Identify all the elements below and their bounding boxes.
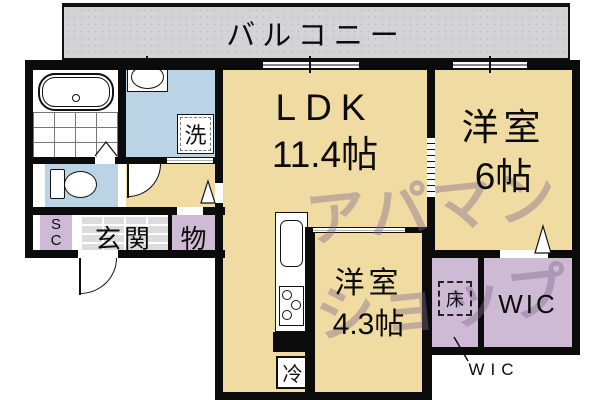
storage-closet-area (172, 215, 215, 250)
balcony-label: バルコニー (226, 19, 406, 52)
washing-machine-label: 洗 (184, 123, 207, 148)
entrance-door-leaf (79, 258, 81, 295)
sc-door-gap (72, 215, 80, 250)
bathroom-door-gap (95, 157, 115, 164)
wall-western43-east (422, 233, 432, 400)
wall-mid-column (215, 60, 223, 250)
floor-storage-box: 床 (438, 281, 472, 316)
western6-name: 洋室 (461, 107, 546, 148)
bathtub-drain-icon (72, 94, 80, 102)
ldk-name: LDK (275, 87, 375, 128)
sc-side-strip (33, 215, 40, 250)
western-room-43-area (315, 233, 422, 392)
wall-right (572, 60, 580, 355)
wall-wic-bottom (422, 347, 580, 355)
wall-toilet-bottom (33, 207, 225, 215)
wall-bottom (215, 392, 432, 400)
wic-label: WIC (498, 289, 558, 319)
ldk-label: LDK 11.4帖 (223, 84, 427, 178)
ldk-window-tick (309, 56, 311, 73)
wall-bath-wash-divider (118, 60, 126, 164)
ldk-balcony-window (263, 60, 359, 70)
folding-door-icon (94, 141, 118, 157)
stove-burner-icon (282, 290, 292, 300)
shoe-closet-label: S C (42, 217, 70, 249)
western43-label: 洋室 4.3帖 (315, 263, 422, 345)
wall-counter-base (273, 332, 308, 352)
wall-entrance-storage-divider (168, 215, 172, 250)
hallway-ldk-door-gap (215, 183, 223, 203)
shoe-closet-line1: S (50, 216, 61, 233)
door-triangle-icon (200, 179, 216, 204)
pipe-space (33, 164, 45, 207)
balcony-area: バルコニー (62, 3, 570, 60)
wall-kitchen-east (305, 227, 315, 400)
western-room-6-area (435, 70, 572, 250)
western43-name: 洋室 (334, 267, 403, 300)
wic-area (484, 258, 572, 347)
western6-wic-door-gap (500, 250, 548, 258)
western6-label: 洋室 6帖 (435, 103, 572, 201)
stove-icon (279, 286, 304, 326)
wic-leader-line (453, 336, 469, 362)
storage-label: 物 (180, 224, 207, 254)
entrance-label: 玄関 (94, 224, 153, 254)
western43-size: 4.3帖 (332, 308, 405, 341)
wall-bath-bottom (33, 157, 215, 164)
door-triangle-icon (534, 223, 552, 254)
wall-entrance-bottom (25, 250, 225, 258)
bathtub-icon (38, 73, 114, 111)
stove-burner-icon (282, 310, 292, 320)
wall-ldk-west (215, 250, 223, 400)
ldk-size: 11.4帖 (271, 134, 379, 175)
wic-annotation-label: WIC (468, 360, 520, 379)
western6-size: 6帖 (474, 156, 533, 197)
entrance-tile-floor (80, 215, 168, 250)
washroom-sliding-door (167, 157, 213, 164)
kitchen-counter-icon (275, 212, 308, 332)
entrance-door-gap (78, 250, 118, 258)
wall-wic-divider (478, 258, 484, 347)
western6-window-tick (489, 56, 491, 73)
shoe-closet-area (40, 215, 72, 250)
ldk-area (223, 70, 427, 233)
western43-sliding-door (313, 227, 405, 233)
storage-door-gap (177, 207, 203, 215)
stove-burner-icon (291, 300, 301, 310)
floor-storage-label: 床 (446, 289, 464, 310)
hallway-door-leaf (127, 164, 129, 198)
shoe-closet-line2: C (50, 232, 62, 249)
refrigerator-label: 冷 (282, 364, 303, 386)
wall-left (25, 60, 33, 258)
kitchen-sink-icon (280, 220, 303, 267)
wall-western43-top-stub (405, 227, 427, 233)
toilet-bowl-icon (64, 171, 97, 198)
western6-sliding-door (427, 137, 435, 197)
washing-machine-icon: 洗 (177, 114, 214, 154)
